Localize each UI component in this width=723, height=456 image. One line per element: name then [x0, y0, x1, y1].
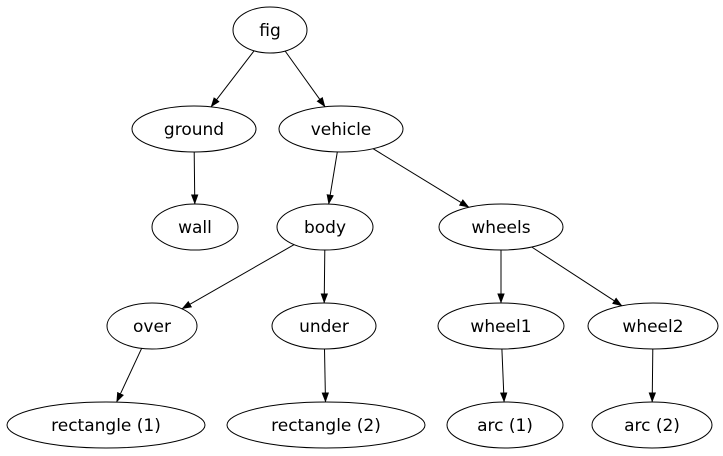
edge-fig-vehicle [284, 50, 326, 108]
node-label-arc2: arc (2) [624, 416, 680, 436]
node-label-vehicle: vehicle [311, 120, 372, 140]
node-ellipse-wall [151, 203, 239, 251]
node-label-ground: ground [164, 120, 224, 140]
node-label-body: body [304, 218, 346, 238]
node-label-wheel1: wheel1 [470, 317, 531, 337]
node-ellipse-ground [131, 105, 257, 153]
edge-wheel1-arc1 [500, 348, 508, 403]
edge-body-over [181, 244, 295, 310]
edge-over-rectangle1 [116, 348, 143, 403]
node-ground: ground [131, 105, 257, 153]
node-ellipse-wheel1 [437, 302, 565, 350]
node-ellipse-body [276, 203, 374, 251]
node-ellipse-under [271, 302, 377, 350]
node-ellipse-wheels [438, 203, 564, 251]
node-wall: wall [151, 203, 239, 251]
node-fig: fig [232, 6, 308, 54]
node-rectangle1: rectangle (1) [6, 401, 206, 449]
node-rectangle2: rectangle (2) [226, 401, 426, 449]
edge-vehicle-body [326, 151, 338, 205]
edge-body-under [320, 249, 329, 304]
node-label-arc1: arc (1) [477, 416, 533, 436]
edge-fig-ground [210, 50, 255, 108]
node-wheel2: wheel2 [587, 302, 719, 350]
node-ellipse-arc1 [446, 401, 564, 449]
node-label-fig: fig [259, 21, 281, 41]
node-wheel1: wheel1 [437, 302, 565, 350]
node-label-wall: wall [178, 218, 212, 238]
node-body: body [276, 203, 374, 251]
edge-vehicle-wheels [372, 148, 470, 208]
node-ellipse-vehicle [278, 105, 404, 153]
node-ellipse-rectangle2 [226, 401, 426, 449]
node-label-rectangle1: rectangle (1) [51, 416, 161, 436]
node-arc2: arc (2) [591, 401, 713, 449]
node-ellipse-rectangle1 [6, 401, 206, 449]
edge-ground-wall [190, 151, 199, 205]
edge-wheels-wheel2 [531, 246, 623, 307]
node-ellipse-wheel2 [587, 302, 719, 350]
node-under: under [271, 302, 377, 350]
node-label-wheels: wheels [471, 218, 530, 238]
node-ellipse-fig [232, 6, 308, 54]
node-label-over: over [133, 317, 171, 337]
node-label-under: under [299, 317, 349, 337]
edge-wheel2-arc2 [648, 348, 657, 403]
node-ellipse-arc2 [591, 401, 713, 449]
node-wheels: wheels [438, 203, 564, 251]
node-over: over [106, 302, 198, 350]
node-arc1: arc (1) [446, 401, 564, 449]
node-ellipse-over [106, 302, 198, 350]
node-vehicle: vehicle [278, 105, 404, 153]
node-label-rectangle2: rectangle (2) [271, 416, 381, 436]
node-label-wheel2: wheel2 [622, 317, 683, 337]
edge-under-rectangle2 [321, 348, 330, 403]
